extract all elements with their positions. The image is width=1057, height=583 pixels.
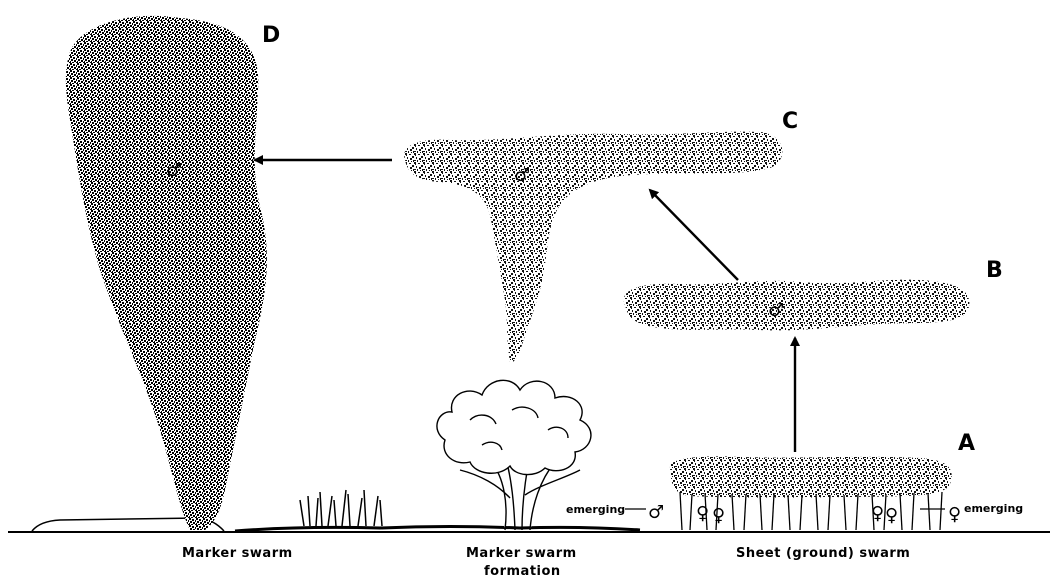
female-symbol-2: ♀ xyxy=(712,505,725,526)
male-symbol-b: ♂ xyxy=(768,300,784,321)
female-symbol-4: ♀ xyxy=(885,505,898,526)
arrow-b-to-c xyxy=(650,190,738,280)
female-symbol-emerging: ♀ xyxy=(948,504,961,525)
panel-label-d: D xyxy=(262,23,280,48)
male-symbol-emerging: ♂ xyxy=(648,502,664,523)
grass xyxy=(300,490,382,526)
caption-sheet-swarm: Sheet (ground) swarm xyxy=(736,546,910,561)
emerging-label-left: emerging xyxy=(566,503,625,516)
marker-swarm-column xyxy=(66,16,267,530)
female-symbol-3: ♀ xyxy=(871,503,884,524)
panel-label-b: B xyxy=(986,258,1003,283)
emerging-label-right: emerging xyxy=(964,502,1023,515)
cloud-swarm xyxy=(624,280,970,331)
female-symbol-1: ♀ xyxy=(696,503,709,524)
caption-marker-swarm: Marker swarm xyxy=(182,546,293,561)
male-symbol-d: ♂ xyxy=(166,160,182,181)
caption-marker-swarm-formation-line1: Marker swarm xyxy=(466,546,577,561)
panel-label-a: A xyxy=(958,431,975,456)
male-symbol-c: ♂ xyxy=(514,165,530,186)
panel-label-c: C xyxy=(782,109,798,134)
caption-marker-swarm-formation-line2: formation xyxy=(484,564,561,579)
